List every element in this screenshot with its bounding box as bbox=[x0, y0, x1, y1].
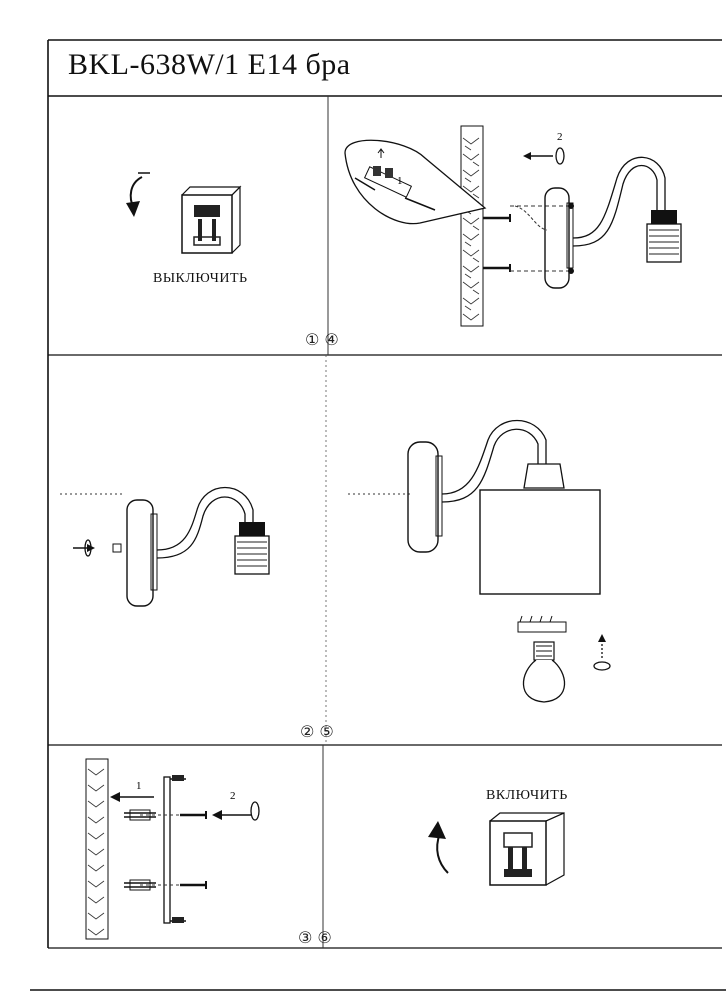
gooseneck-arm-icon bbox=[572, 156, 666, 247]
wall-section-icon bbox=[460, 125, 484, 327]
terminal-detail-bubble bbox=[344, 139, 487, 225]
screw-step-number: 2 bbox=[230, 790, 236, 802]
wall-anchor-icon bbox=[124, 809, 156, 891]
bulb-holder-icon bbox=[517, 615, 567, 633]
step-markers-row1: ① ④ bbox=[305, 330, 339, 349]
rotate-step-number: 2 bbox=[557, 131, 563, 143]
shade-and-bulb-figure bbox=[348, 419, 611, 703]
rotate-arrow-icon bbox=[523, 147, 565, 165]
mount-wiring-figure: 1 2 bbox=[344, 125, 682, 327]
light-bulb-icon bbox=[522, 641, 566, 703]
anchor-install-figure: 1 2 bbox=[85, 758, 260, 940]
rotate-arrow-icon bbox=[73, 539, 122, 557]
wall-section-icon bbox=[85, 758, 109, 940]
page-title: BKL-638W/1 E14 бра bbox=[68, 48, 351, 81]
wall-plate-icon bbox=[544, 187, 574, 289]
attach-arm-figure bbox=[60, 487, 270, 607]
step-markers-row2: ② ⑤ bbox=[300, 722, 334, 741]
rotate-arrow-icon bbox=[593, 634, 611, 671]
wall-switch-icon bbox=[181, 185, 242, 254]
curved-arrow-down-icon bbox=[126, 172, 150, 217]
mounting-screw-icon bbox=[483, 214, 511, 272]
gooseneck-arm-icon bbox=[156, 487, 254, 559]
wall-switch-icon bbox=[489, 812, 565, 886]
wall-plate-icon bbox=[126, 499, 158, 607]
curved-arrow-up-icon bbox=[428, 821, 449, 874]
gooseneck-arm-icon bbox=[441, 419, 547, 503]
switch-on-label: ВКЛЮЧИТЬ bbox=[486, 788, 568, 803]
switch-off-figure bbox=[126, 172, 242, 254]
lamp-socket-icon bbox=[234, 522, 270, 575]
lamp-socket-icon bbox=[646, 210, 682, 263]
mounting-bracket-icon bbox=[163, 775, 186, 924]
wire-step-number: 1 bbox=[397, 175, 403, 187]
anchor-step-number: 1 bbox=[136, 780, 142, 792]
rotate-arrow-icon bbox=[212, 801, 260, 821]
step-markers-row3: ③ ⑥ bbox=[298, 928, 332, 947]
switch-off-label: ВЫКЛЮЧИТЬ bbox=[153, 271, 248, 286]
lamp-shade-icon bbox=[479, 463, 601, 595]
screw-icon bbox=[140, 811, 207, 889]
switch-on-figure bbox=[428, 812, 565, 886]
arrow-left-icon bbox=[110, 792, 154, 802]
wall-plate-icon bbox=[407, 441, 443, 553]
